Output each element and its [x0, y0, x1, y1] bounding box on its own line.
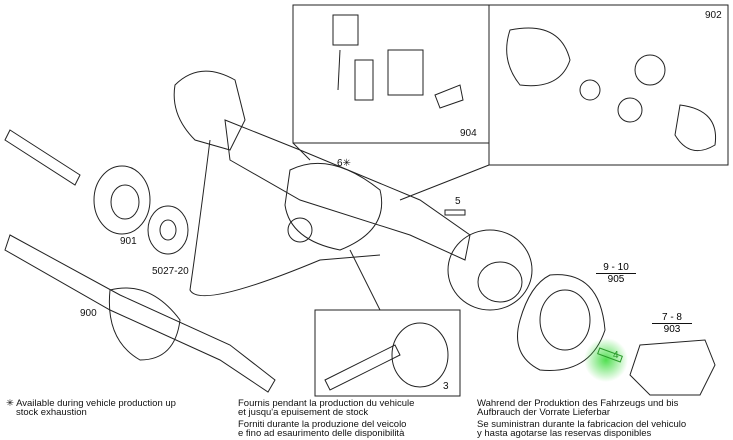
bolt-4: [597, 347, 623, 363]
caliper-903: [629, 339, 716, 396]
note-french: Fournis pendant la production du vehicul…: [238, 398, 415, 418]
differential-parts-902: [506, 27, 717, 152]
callout-902: 902: [705, 10, 722, 21]
inset-box-904: [292, 4, 490, 144]
note-italian: Forniti durante la produzione del veicol…: [238, 419, 407, 439]
callout-904: 904: [460, 128, 477, 139]
inset-box-3: [314, 309, 461, 397]
note-german: Wahrend der Produktion des Fahrzeugs und…: [477, 398, 679, 418]
note-spanish: Se suministran durante la fabricacion de…: [477, 419, 687, 439]
hub-5027-20: [147, 205, 189, 255]
backing-plate-905: [517, 274, 606, 371]
callout-3: 3: [443, 381, 449, 392]
note-english: ✳ Available during vehicle production up…: [6, 398, 176, 418]
highlight-glow: [584, 338, 628, 382]
brake-disc-901: [93, 165, 151, 235]
axle-900: [4, 234, 276, 393]
callout-905: 9 - 10 905: [596, 262, 636, 285]
inset-box-902: [488, 4, 729, 166]
callout-900: 900: [80, 308, 97, 319]
sensor-parts-904: [332, 14, 464, 109]
ring-pinion-3: [324, 322, 449, 391]
callout-4: 4: [613, 350, 619, 361]
rear-axle-housing: [173, 70, 533, 311]
callout-5027-20: 5027-20: [152, 266, 189, 277]
bolt-5: [444, 209, 466, 216]
shaft-part: [4, 129, 81, 186]
callout-901: 901: [120, 236, 137, 247]
callout-903: 7 - 8 903: [652, 312, 692, 335]
callout-6: 6✳: [337, 158, 351, 169]
callout-5: 5: [455, 196, 461, 207]
